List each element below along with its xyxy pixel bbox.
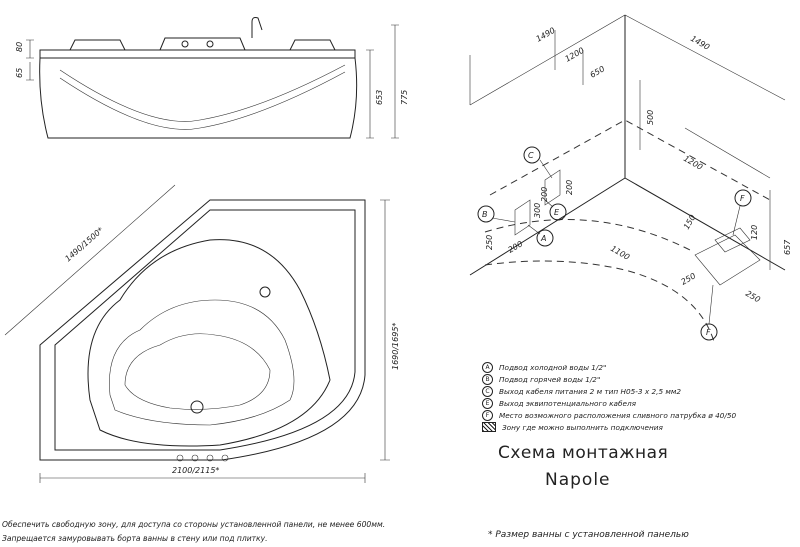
iso-dim-657: 657 xyxy=(783,239,792,255)
iso-dim-150: 150 xyxy=(682,213,697,231)
diagram-subtitle: Napole xyxy=(545,470,611,490)
legend-marker-c: C xyxy=(482,386,493,397)
legend-item-a: A Подвод холодной воды 1/2" xyxy=(482,362,606,373)
legend-text-c: Выход кабеля питания 2 м тип H05-3 x 2,5… xyxy=(499,387,682,396)
iso-dim-1100: 1100 xyxy=(609,244,631,262)
iso-dim-300: 300 xyxy=(533,203,542,218)
marker-f-bottom: F xyxy=(700,323,718,341)
marker-e: E xyxy=(549,203,567,221)
iso-dim-1200-right: 1200 xyxy=(682,154,704,172)
plan-view: 1490/1500* 1690/1695* 2100/2115* xyxy=(4,184,400,483)
dim-775: 775 xyxy=(400,90,409,105)
dim-plan-edge: 1490/1500* xyxy=(63,226,105,264)
iso-dim-200b: 200 xyxy=(540,187,549,202)
legend-marker-f: F xyxy=(482,410,493,421)
note-line-1: Обеспечить свободную зону, для доступа с… xyxy=(2,520,386,529)
iso-dim-650: 650 xyxy=(589,64,607,79)
legend-marker-b: B xyxy=(482,374,493,385)
legend-text-e: Выход эквипотенциального кабеля xyxy=(499,399,637,408)
iso-dim-1490-left: 1490 xyxy=(535,26,557,44)
legend-marker-e: E xyxy=(482,398,493,409)
iso-dim-120: 120 xyxy=(750,225,759,240)
legend-item-e: E Выход эквипотенциального кабеля xyxy=(482,398,636,409)
marker-f-top: F xyxy=(734,189,752,207)
dim-plan-width: 2100/2115* xyxy=(172,466,219,475)
legend-item-zone: Зону где можно выполнить подключения xyxy=(482,422,663,432)
iso-dim-250c: 250 xyxy=(680,271,698,286)
svg-text:F: F xyxy=(706,328,711,337)
svg-text:F: F xyxy=(740,194,745,203)
marker-a: A xyxy=(536,229,554,247)
iso-dim-200a: 200 xyxy=(507,239,525,254)
legend-item-b: B Подвод горячей воды 1/2" xyxy=(482,374,600,385)
legend-text-a: Подвод холодной воды 1/2" xyxy=(499,363,607,372)
iso-dim-250: 250 xyxy=(744,289,762,304)
svg-text:E: E xyxy=(554,208,560,217)
legend-marker-a: A xyxy=(482,362,493,373)
iso-dim-500: 500 xyxy=(646,110,655,125)
dim-80: 80 xyxy=(15,42,24,52)
svg-text:A: A xyxy=(540,234,546,243)
legend-item-c: C Выход кабеля питания 2 м тип H05-3 x 2… xyxy=(482,386,681,397)
diagram-title: Схема монтажная xyxy=(498,443,669,463)
note-line-2: Запрещается замуровывать борта ванны в с… xyxy=(2,534,268,543)
isometric-schema: 1490 1490 1200 650 500 1200 1100 657 120… xyxy=(469,14,792,346)
marker-c: C xyxy=(523,146,541,164)
iso-dim-1490-right: 1490 xyxy=(689,34,711,52)
side-elevation: 80 65 653 775 xyxy=(15,17,409,139)
hatch-zone-icon xyxy=(482,422,496,432)
legend-text-f: Место возможного расположения сливного п… xyxy=(499,411,737,420)
footnote: * Размер ванны с установленной панелью xyxy=(488,530,689,540)
iso-dim-250b: 250 xyxy=(485,235,494,250)
marker-b: B xyxy=(477,205,495,223)
legend-text-zone: Зону где можно выполнить подключения xyxy=(502,422,663,432)
dim-65: 65 xyxy=(15,68,24,78)
iso-dim-200c: 200 xyxy=(565,180,574,195)
legend-text-b: Подвод горячей воды 1/2" xyxy=(499,375,601,384)
legend-item-f: F Место возможного расположения сливного… xyxy=(482,410,736,421)
svg-text:B: B xyxy=(482,210,488,219)
dim-653: 653 xyxy=(375,90,384,105)
svg-text:C: C xyxy=(528,151,534,160)
dim-plan-depth: 1690/1695* xyxy=(391,323,400,370)
